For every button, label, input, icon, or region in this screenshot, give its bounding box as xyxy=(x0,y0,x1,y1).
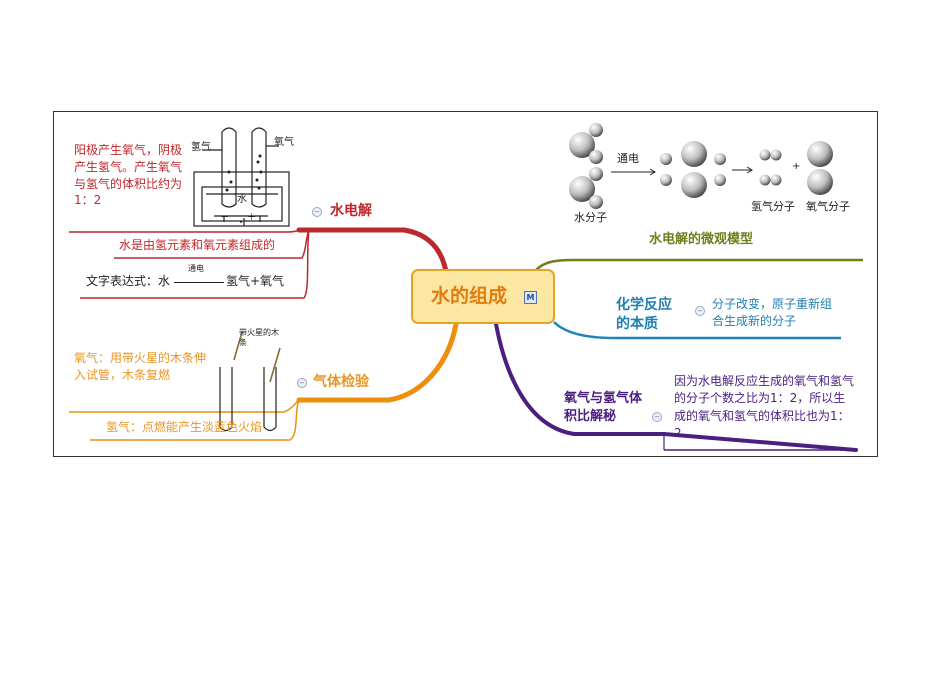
map-marker-icon[interactable]: M xyxy=(524,291,537,304)
electrolysis-fact: 水是由氢元素和氧元素组成的 xyxy=(119,238,276,252)
electrolysis-note: 阳极产生氧气，阴极产生氢气。产生氧气与氢气的体积比约为1：2 xyxy=(74,143,183,208)
micro-model-molecules xyxy=(569,123,833,209)
micro-plus-label: + xyxy=(792,161,801,172)
apparatus-water-label: 水 xyxy=(237,194,247,205)
branch-volume-ratio xyxy=(494,322,858,452)
apparatus-plus-label: ＋ xyxy=(247,213,257,223)
equation-products: 氢气+氧气 xyxy=(226,274,285,288)
equation-reactant: 水 xyxy=(158,274,171,288)
apparatus-oxygen-label: 氧气 xyxy=(274,137,294,148)
gas-test-oxygen-note: 氧气：用带火星的木条伸入试管，木条复燃 xyxy=(74,351,207,383)
glowing-stick-label: 带火星的木条 xyxy=(239,328,279,347)
collapse-gas-test-icon[interactable]: − xyxy=(297,378,307,388)
equation-prefix: 文字表达式： xyxy=(86,274,159,288)
water-molecule-label: 水分子 xyxy=(574,211,607,224)
topic-electrolysis[interactable]: 水电解 xyxy=(330,203,372,219)
gas-test-hydrogen-note: 氢气：点燃能产生淡蓝色火焰 xyxy=(106,420,263,434)
apparatus-hydrogen-label: 氢气 xyxy=(191,142,211,153)
sub-branch-gas-test-oxygen xyxy=(69,399,300,413)
sub-branch-gas-test-hydrogen xyxy=(90,399,300,441)
reaction-essence-text: 分子改变，原子重新组合生成新的分子 xyxy=(712,297,833,329)
collapse-volume-ratio-icon[interactable]: − xyxy=(652,412,662,422)
branch-micro-model xyxy=(535,258,863,271)
equation-condition: 通电 xyxy=(188,264,204,273)
branch-gas-test xyxy=(296,321,459,403)
topic-reaction-essence[interactable]: 化学反应的本质 xyxy=(616,297,672,332)
topic-gas-test[interactable]: 气体检验 xyxy=(313,374,369,390)
oxygen-molecule-label: 氧气分子 xyxy=(806,200,850,213)
mind-map-canvas: 水的组成 M − 水电解 阳极产生氧气，阴极产生氢气。产生氧气与氢气的体积比约为… xyxy=(53,111,878,457)
test-tubes-drawing xyxy=(219,331,281,432)
volume-ratio-text: 因为水电解反应生成的氧气和氢气的分子个数之比为1：2，所以生成的氧气和氢气的体积… xyxy=(674,374,855,441)
topic-micro-model[interactable]: 水电解的微观模型 xyxy=(649,232,754,247)
sub-branch-electrolysis-note xyxy=(69,229,300,233)
electrolysis-apparatus-drawing xyxy=(193,127,290,227)
sub-branch-electrolysis-equation xyxy=(80,229,310,299)
collapse-reaction-essence-icon[interactable]: − xyxy=(695,306,705,316)
branch-reaction-essence xyxy=(553,321,841,340)
collapse-electrolysis-icon[interactable]: − xyxy=(312,207,322,217)
branch-lines xyxy=(69,123,863,452)
central-topic-title: 水的组成 xyxy=(431,285,508,307)
topic-volume-ratio[interactable]: 氧气与氢气体积比解秘 xyxy=(564,391,643,425)
apparatus-minus-label: － xyxy=(220,213,230,223)
hydrogen-molecule-label: 氢气分子 xyxy=(751,200,795,213)
equation-arrow xyxy=(174,282,224,283)
branch-electrolysis xyxy=(296,227,449,275)
micro-condition-label: 通电 xyxy=(617,152,639,165)
